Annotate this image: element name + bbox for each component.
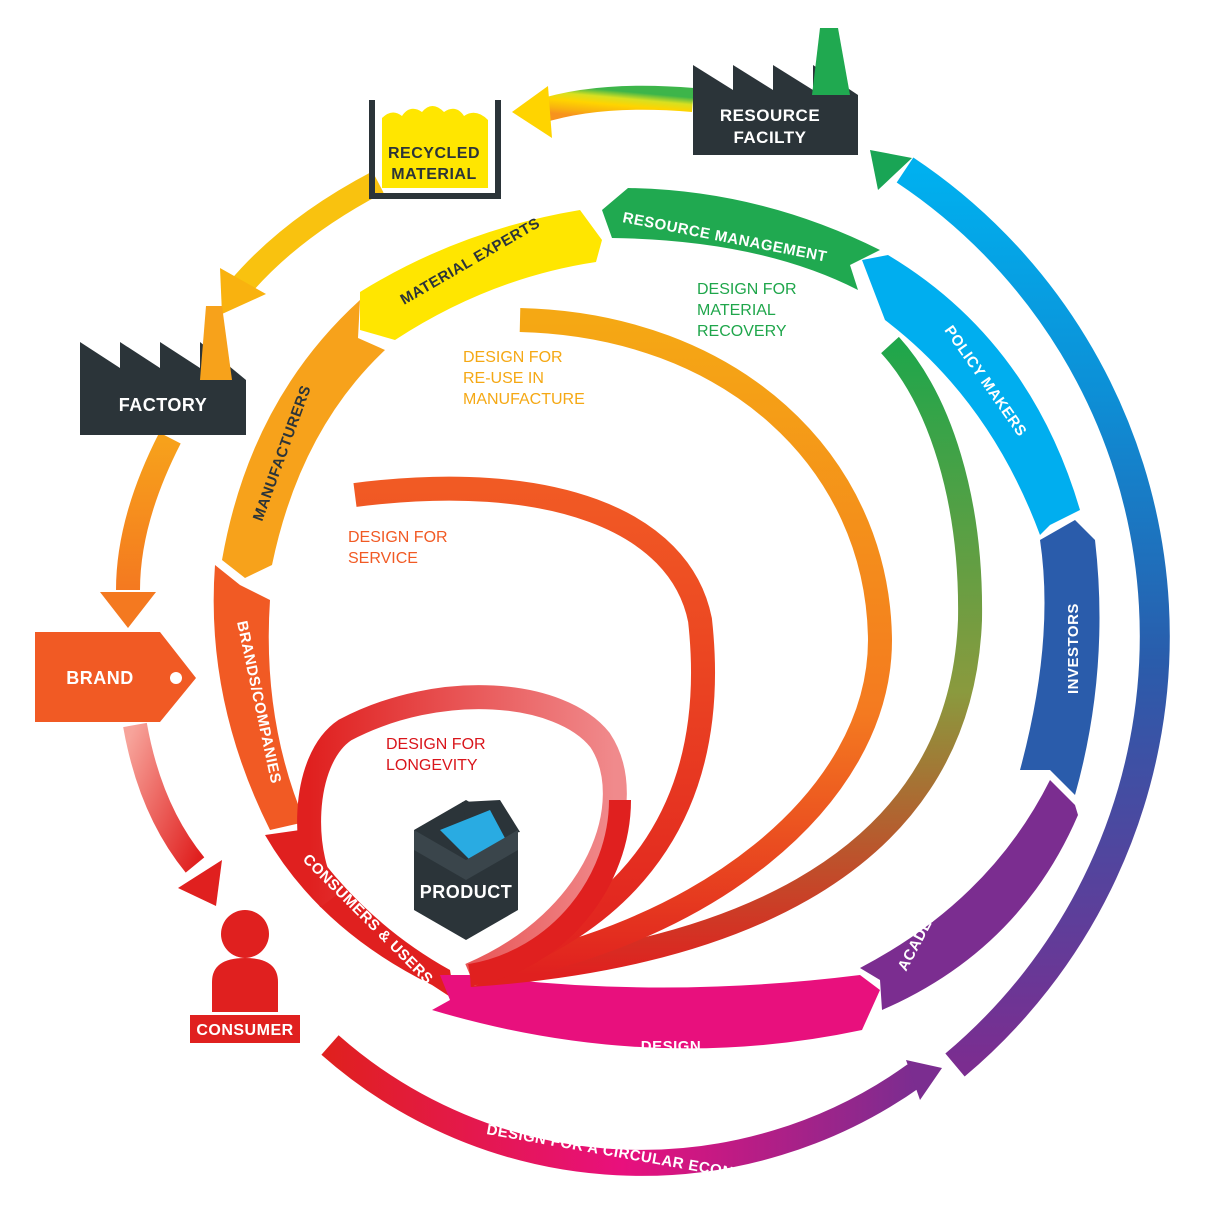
consumer-label-box [190, 1015, 300, 1043]
loop-label-longevity-2: LONGEVITY [386, 757, 478, 774]
person-body-icon [212, 958, 278, 1012]
factory-node: FACTORY [80, 306, 246, 435]
label-design: DESIGN [641, 1038, 702, 1055]
brand-label: BRAND [66, 668, 134, 688]
person-head-icon [221, 910, 269, 958]
chimney-icon [812, 28, 850, 95]
segment-material-experts [360, 210, 602, 340]
loop-service [353, 476, 715, 987]
segment-academics-education [860, 780, 1078, 1010]
loop-longevity-lower [467, 799, 631, 986]
loop-label-reuse-2: RE-USE IN [463, 370, 544, 387]
product-node: PRODUCT [414, 800, 520, 940]
factory-chimney-icon [200, 306, 232, 380]
loop-label-material-recovery-3: RECOVERY [697, 323, 787, 340]
loop-material-recovery [469, 336, 983, 987]
tag-icon [35, 632, 196, 722]
arrow-head-consumer [178, 860, 222, 906]
resource-facility-label-2: FACILTY [733, 128, 806, 147]
arrow-factory-to-brand [116, 432, 181, 591]
arrow-head-resource [870, 150, 912, 190]
arrow-head-recycled [512, 86, 552, 138]
loop-label-service-2: SERVICE [348, 550, 418, 567]
arrow-head-factory [220, 268, 266, 314]
stakeholder-ring [213, 188, 1100, 1049]
loop-label-reuse-3: MANUFACTURE [463, 391, 585, 408]
container-icon [369, 100, 501, 199]
arrow-brand-to-consumer [123, 722, 205, 873]
segment-policy-makers [862, 255, 1080, 535]
resource-facility-node: RESOURCE FACILTY [693, 28, 858, 155]
segment-design [432, 975, 880, 1049]
brand-node: BRAND [35, 632, 196, 722]
loop-label-service-1: DESIGN FOR [348, 529, 448, 546]
segment-brands-companies [213, 565, 305, 830]
segment-investors [1020, 520, 1100, 795]
loop-label-reuse-1: DESIGN FOR [463, 349, 563, 366]
recycled-material-label-1: RECYCLED [388, 145, 480, 162]
arrow-resource-to-recycled [534, 85, 695, 124]
loop-label-longevity-1: DESIGN FOR [386, 736, 486, 753]
recycled-material-label-2: MATERIAL [391, 166, 476, 183]
arrow-head-outer [906, 1060, 942, 1100]
loop-labels: DESIGN FOR MATERIAL RECOVERY DESIGN FOR … [348, 281, 797, 774]
outer-cycle [100, 85, 1170, 1176]
product-box-face-icon [414, 830, 518, 880]
label-influencers: INFLUENCERS [1172, 579, 1189, 698]
tag-hole-icon [170, 672, 182, 684]
factory-label: FACTORY [119, 395, 208, 415]
recycled-pile-icon [382, 106, 488, 188]
loop-label-material-recovery-1: DESIGN FOR [697, 281, 797, 298]
arrow-recycled-to-factory [228, 171, 384, 298]
loop-reuse [468, 308, 893, 987]
consumer-node: CONSUMER [190, 910, 300, 1043]
product-label: PRODUCT [420, 882, 513, 902]
consumer-label: CONSUMER [196, 1022, 293, 1039]
recycled-material-node: RECYCLED MATERIAL [369, 100, 501, 199]
resource-facility-label-1: RESOURCE [720, 106, 820, 125]
influencers-arc [896, 157, 1170, 1077]
loop-label-material-recovery-2: MATERIAL [697, 302, 776, 319]
segment-resource-management [602, 188, 880, 290]
outer-circular-economy-arc [321, 1035, 923, 1176]
arrow-head-brand [100, 592, 156, 628]
design-loops [297, 308, 983, 987]
label-investors: INVESTORS [1065, 603, 1082, 694]
segment-manufacturers [222, 300, 385, 578]
